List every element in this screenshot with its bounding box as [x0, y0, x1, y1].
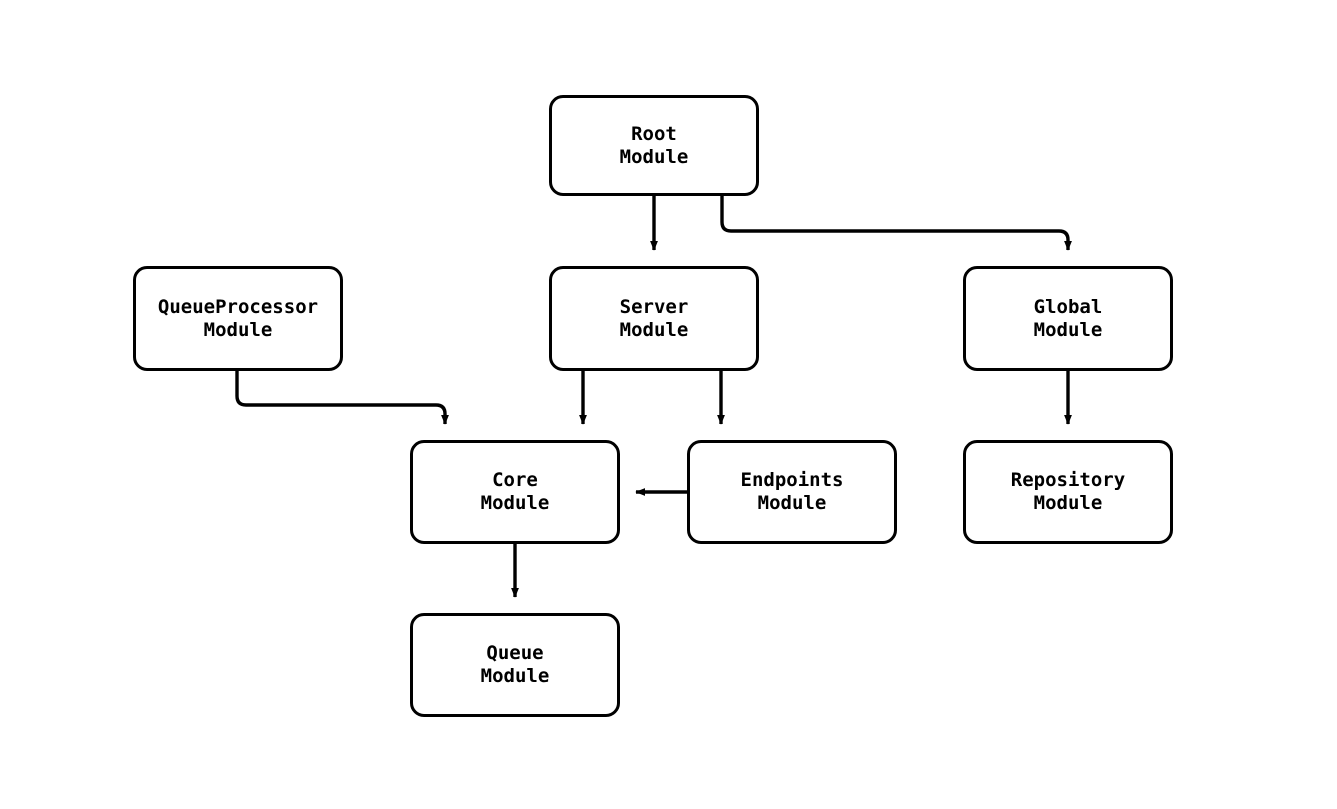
node-core-module-line1: Core — [492, 469, 538, 491]
node-repository-module[interactable]: Repository Module — [963, 440, 1173, 544]
node-endpoints-module-line2: Module — [757, 492, 827, 514]
node-global-module-line1: Global — [1033, 295, 1103, 318]
node-repository-module-line1: Repository — [1010, 469, 1126, 491]
node-queueprocessor-module-line1: QueueProcessor — [157, 295, 319, 318]
node-queueprocessor-module-line2: Module — [203, 318, 273, 341]
node-global-module-line2: Module — [1033, 318, 1103, 341]
node-queue-module[interactable]: Queue Module — [410, 613, 620, 717]
node-root-module-line1: Root — [631, 122, 677, 145]
node-repository-module-line2: Module — [1033, 492, 1103, 514]
node-server-module-line2: Module — [619, 318, 689, 341]
node-queue-module-line1: Queue — [486, 642, 544, 664]
node-queue-module-line2: Module — [480, 665, 550, 687]
node-root-module-line2: Module — [619, 145, 689, 168]
node-endpoints-module-line1: Endpoints — [740, 469, 844, 491]
node-global-module[interactable]: Global Module — [963, 266, 1173, 371]
node-endpoints-module[interactable]: Endpoints Module — [687, 440, 897, 544]
node-server-module[interactable]: Server Module — [549, 266, 759, 371]
edge-queueprocessor-to-core — [235, 371, 449, 425]
node-core-module-line2: Module — [480, 492, 550, 514]
node-queueprocessor-module[interactable]: QueueProcessor Module — [133, 266, 343, 371]
node-root-module[interactable]: Root Module — [549, 95, 759, 196]
edge-root-to-global — [720, 196, 1072, 251]
node-core-module[interactable]: Core Module — [410, 440, 620, 544]
node-server-module-line1: Server — [619, 295, 689, 318]
